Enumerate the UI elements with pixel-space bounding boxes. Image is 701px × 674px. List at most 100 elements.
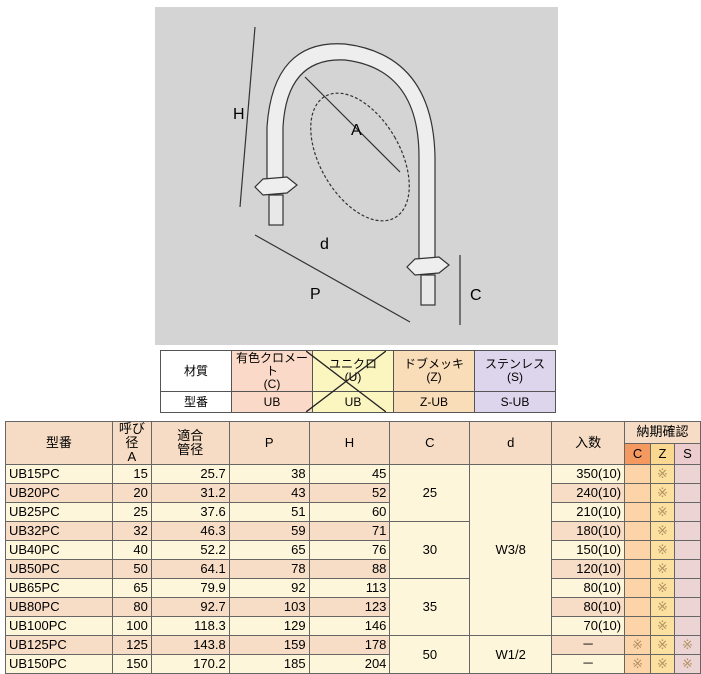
header-p: P (228, 421, 310, 465)
cell-c: 30 (389, 521, 471, 579)
cell-p: 59 (228, 521, 310, 541)
cell-delivery-c (624, 502, 652, 522)
cell-delivery-z: ※ (650, 540, 675, 560)
cell-nominal: 40 (111, 540, 152, 560)
cell-qty: － (551, 654, 626, 674)
cell-pipe: 64.1 (150, 559, 230, 579)
cell-p: 65 (228, 540, 310, 560)
cell-delivery-z: ※ (650, 654, 675, 674)
cell-delivery-s: ※ (673, 635, 701, 655)
cell-model: UB125PC (5, 635, 113, 655)
cell-h: 45 (308, 464, 391, 484)
label-d: d (320, 236, 329, 253)
cell-pipe: 79.9 (150, 578, 230, 598)
cell-delivery-z: ※ (650, 578, 675, 598)
cell-pipe: 31.2 (150, 483, 230, 503)
cell-delivery-c (624, 559, 652, 579)
cell-h: 88 (308, 559, 391, 579)
cell-delivery-c (624, 464, 652, 484)
model-z: Z-UB (393, 391, 475, 413)
cell-model: UB20PC (5, 483, 113, 503)
cell-nominal: 20 (111, 483, 152, 503)
cell-c: 35 (389, 578, 471, 636)
cell-d: W3/8 (469, 464, 553, 636)
cell-delivery-c (624, 616, 652, 636)
cell-delivery-c: ※ (624, 635, 652, 655)
label-a: A (351, 122, 362, 139)
cell-h: 71 (308, 521, 391, 541)
header-model: 型番 (5, 421, 113, 465)
cell-delivery-c (624, 597, 652, 617)
cell-c: 50 (389, 635, 471, 674)
cell-p: 92 (228, 578, 310, 598)
cell-nominal: 50 (111, 559, 152, 579)
cell-qty: 350(10) (551, 464, 626, 484)
cell-nominal: 65 (111, 578, 152, 598)
cell-h: 52 (308, 483, 391, 503)
cell-pipe: 170.2 (150, 654, 230, 674)
cell-h: 76 (308, 540, 391, 560)
cell-p: 103 (228, 597, 310, 617)
cell-delivery-z: ※ (650, 597, 675, 617)
cell-delivery-s: ※ (673, 654, 701, 674)
model-label: 型番 (160, 391, 232, 413)
cell-delivery-s (673, 502, 701, 522)
cell-h: 178 (308, 635, 391, 655)
cell-delivery-c (624, 578, 652, 598)
cell-delivery-z: ※ (650, 635, 675, 655)
cell-delivery-z: ※ (650, 502, 675, 522)
cell-nominal: 25 (111, 502, 152, 522)
cell-delivery-s (673, 521, 701, 541)
cell-delivery-c (624, 521, 652, 541)
cell-model: UB50PC (5, 559, 113, 579)
material-c: 有色クロメート(C) (231, 350, 313, 392)
cell-delivery-s (673, 464, 701, 484)
cell-delivery-z: ※ (650, 559, 675, 579)
material-s: ステンレス(S) (474, 350, 556, 392)
cell-qty: 240(10) (551, 483, 626, 503)
cell-h: 146 (308, 616, 391, 636)
cell-p: 159 (228, 635, 310, 655)
cell-delivery-s (673, 559, 701, 579)
cell-pipe: 92.7 (150, 597, 230, 617)
header-delivery-c: C (624, 442, 652, 465)
cell-delivery-z: ※ (650, 521, 675, 541)
cell-nominal: 32 (111, 521, 152, 541)
cell-delivery-z: ※ (650, 616, 675, 636)
cell-p: 129 (228, 616, 310, 636)
cell-model: UB15PC (5, 464, 113, 484)
cell-pipe: 118.3 (150, 616, 230, 636)
cell-pipe: 143.8 (150, 635, 230, 655)
cell-nominal: 100 (111, 616, 152, 636)
cell-nominal: 15 (111, 464, 152, 484)
model-c: UB (231, 391, 313, 413)
header-delivery-s: S (673, 442, 701, 465)
header-delivery: 納期確認 (624, 421, 701, 444)
model-u: UB (312, 391, 394, 413)
header-d: d (469, 421, 553, 465)
material-table: 材質 有色クロメート(C) ユニクロ(U) ドブメッキ(Z) ステンレス(S) … (160, 350, 556, 413)
cell-qty: 180(10) (551, 521, 626, 541)
u-bolt-diagram: H A d P C (155, 7, 558, 345)
cell-delivery-s (673, 578, 701, 598)
cell-delivery-z: ※ (650, 464, 675, 484)
cell-nominal: 80 (111, 597, 152, 617)
cell-p: 38 (228, 464, 310, 484)
cell-p: 51 (228, 502, 310, 522)
cell-qty: 80(10) (551, 597, 626, 617)
label-c: C (470, 287, 482, 304)
cell-model: UB65PC (5, 578, 113, 598)
header-delivery-z: Z (650, 442, 675, 465)
cell-delivery-c (624, 540, 652, 560)
header-pipe: 適合管径 (150, 421, 230, 465)
